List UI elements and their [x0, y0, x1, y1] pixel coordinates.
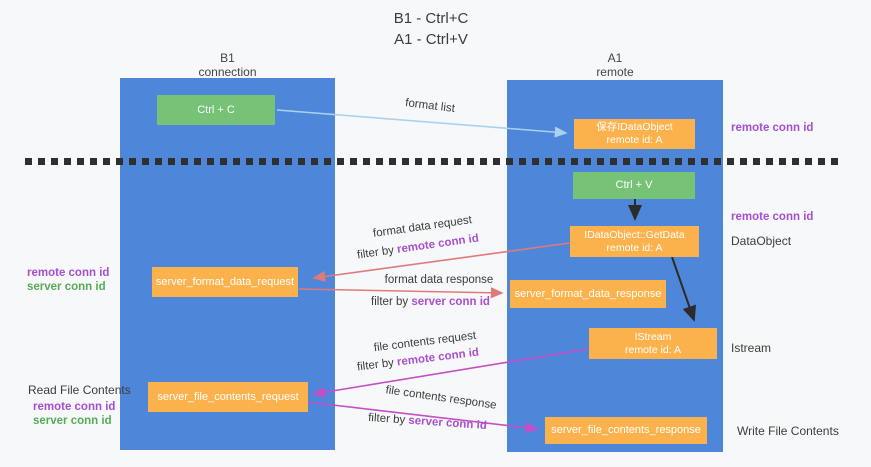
- istream-line1: IStream: [634, 330, 672, 343]
- format-list-annotation: format list: [404, 97, 456, 115]
- getdata-line2: remote id: A: [606, 241, 663, 254]
- file-contents-response-annotation: file contents response: [384, 384, 498, 412]
- right-remote-conn-id-top-label: remote conn id: [731, 122, 814, 134]
- server-conn-id-text: server conn id: [411, 296, 490, 308]
- filter-by-text: filter by: [356, 356, 398, 374]
- idataobject-getdata-box: IDataObject::GetData remote id: A: [570, 226, 699, 257]
- server-format-data-response-label: server_format_data_response: [514, 287, 662, 300]
- title-line-1: B1 - Ctrl+C: [393, 10, 469, 27]
- filter-by-text: filter by: [371, 296, 412, 308]
- ctrl-v-box: Ctrl + V: [573, 172, 695, 199]
- left-server-conn-id-2-label: server conn id: [33, 415, 112, 427]
- server-file-contents-request-box: server_file_contents_request: [148, 382, 308, 412]
- filter-by-text: filter by: [367, 411, 409, 427]
- server-file-contents-response-box: server_file_contents_response: [545, 417, 707, 444]
- right-column-role: remote: [596, 65, 634, 79]
- title-line-2: A1 - Ctrl+V: [394, 31, 468, 48]
- left-remote-conn-id-2-label: remote conn id: [33, 401, 116, 413]
- file-contents-response-filter-annotation: filter by server conn id: [340, 410, 515, 434]
- server-format-data-request-label: server_format_data_request: [155, 275, 295, 288]
- right-column-name: A1: [607, 51, 623, 65]
- istream-line2: remote id: A: [624, 343, 682, 356]
- left-column-name: B1: [220, 51, 235, 65]
- ctrl-c-box: Ctrl + C: [157, 95, 275, 125]
- right-remote-conn-id-mid-label: remote conn id: [731, 211, 814, 223]
- right-column-header: A1 remote: [507, 51, 723, 79]
- server-format-data-response-box: server_format_data_response: [510, 280, 666, 308]
- write-file-contents-label: Write File Contents: [737, 424, 839, 438]
- server-format-data-request-box: server_format_data_request: [152, 267, 298, 297]
- ctrl-v-label: Ctrl + V: [615, 179, 653, 191]
- server-file-contents-request-label: server_file_contents_request: [157, 390, 299, 403]
- save-idataobject-line1: 保存IDataObject: [596, 121, 673, 133]
- left-server-conn-id-1-label: server conn id: [27, 281, 106, 293]
- ctrl-c-label: Ctrl + C: [197, 103, 235, 116]
- server-file-contents-response-label: server_file_contents_response: [551, 424, 701, 436]
- save-idataobject-box: 保存IDataObject remote id: A: [574, 119, 695, 149]
- getdata-line1: IDataObject::GetData: [584, 228, 685, 241]
- left-remote-conn-id-1-label: remote conn id: [27, 267, 110, 279]
- filter-by-text: filter by: [356, 243, 398, 262]
- format-data-response-filter-annotation: filter by server conn id: [343, 296, 518, 308]
- istream-label: Istream: [731, 341, 772, 355]
- format-data-response-annotation: format data response: [384, 274, 494, 286]
- dataobject-label: DataObject: [731, 234, 792, 248]
- read-file-contents-label: Read File Contents: [28, 383, 131, 397]
- phase-separator-dashed-line: [25, 158, 838, 165]
- left-column-header: B1 connection: [120, 51, 335, 79]
- server-conn-id-text: server conn id: [407, 414, 488, 433]
- diagram-title: B1 - Ctrl+C A1 - Ctrl+V: [300, 8, 562, 50]
- remote-conn-id-text: remote conn id: [396, 232, 480, 256]
- istream-box: IStream remote id: A: [589, 328, 717, 359]
- left-column-role: connection: [198, 65, 257, 79]
- save-idataobject-line2: remote id: A: [606, 134, 663, 146]
